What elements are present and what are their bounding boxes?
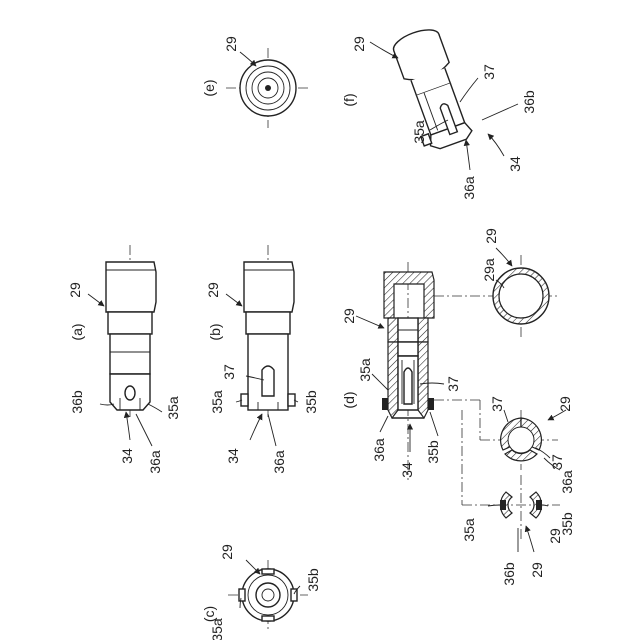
label-29-sec35-a: 29	[529, 562, 545, 578]
label-34-f: 34	[507, 156, 523, 172]
caption-f: (f)	[341, 93, 357, 106]
label-36a-b: 36a	[271, 450, 287, 474]
view-a	[106, 245, 156, 418]
caption-a: (a)	[69, 323, 85, 340]
label-35a-sec: 35a	[461, 518, 477, 542]
label-29-sec: 29	[483, 228, 499, 244]
view-b-pin-left	[241, 394, 248, 406]
label-35a-f: 35a	[411, 120, 427, 144]
caption-b: (b)	[207, 323, 223, 340]
label-36b-sec: 36b	[501, 562, 517, 586]
label-37-sec-top: 37	[489, 396, 505, 412]
view-c	[228, 560, 308, 630]
view-a-head	[106, 262, 156, 312]
view-a-slot	[125, 386, 135, 400]
label-29-f: 29	[351, 36, 367, 52]
label-35a-d: 35a	[357, 358, 373, 382]
label-29-e: 29	[223, 36, 239, 52]
label-29-b: 29	[205, 282, 221, 298]
label-36b-f: 36b	[521, 90, 537, 114]
label-36a-sec: 36a	[559, 470, 575, 494]
view-b-neck	[246, 312, 290, 334]
label-29-a: 29	[67, 282, 83, 298]
view-b	[241, 245, 295, 418]
label-34-b: 34	[225, 448, 241, 464]
label-29-sec37: 29	[557, 396, 573, 412]
label-29a-sec: 29a	[481, 258, 497, 282]
caption-d: (d)	[341, 391, 357, 408]
label-35b-d: 35b	[425, 440, 441, 464]
label-29-c: 29	[219, 544, 235, 560]
view-e	[226, 48, 310, 128]
view-b-pin-right	[288, 394, 295, 406]
label-36a-f: 36a	[461, 176, 477, 200]
caption-e: (e)	[201, 79, 217, 96]
view-b-slit	[262, 366, 274, 396]
leader-lines	[88, 42, 566, 608]
label-36a-d: 36a	[371, 438, 387, 462]
view-a-body	[110, 334, 150, 374]
label-29-d: 29	[341, 308, 357, 324]
label-35b-c: 35b	[305, 568, 321, 592]
label-35a-b: 35a	[209, 390, 225, 414]
label-35b-b: 35b	[303, 390, 319, 414]
label-35a-a: 35a	[165, 396, 181, 420]
section-29a	[434, 255, 560, 340]
label-37-d: 37	[445, 376, 461, 392]
label-34-a: 34	[119, 448, 135, 464]
label-29-sec35-b: 29	[547, 528, 563, 544]
view-b-head	[244, 262, 294, 312]
label-37-sec-bottom: 37	[549, 454, 565, 470]
view-a-neck	[108, 312, 152, 334]
label-36a-a: 36a	[147, 450, 163, 474]
label-37-b: 37	[221, 364, 237, 380]
label-37-f: 37	[481, 64, 497, 80]
label-36b-a: 36b	[69, 390, 85, 414]
view-f	[387, 25, 476, 154]
label-34-d: 34	[399, 462, 415, 478]
label-35a-c: 35a	[209, 618, 225, 640]
